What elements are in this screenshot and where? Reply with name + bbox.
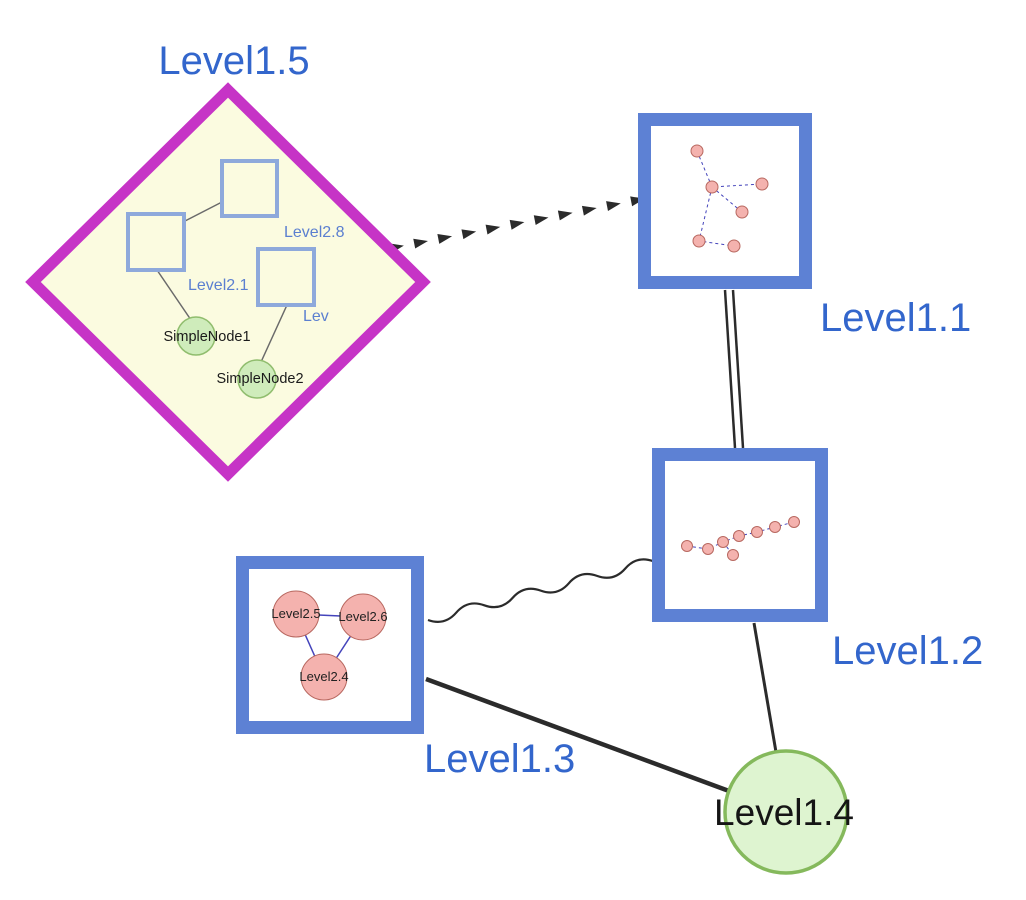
node-label-level1_2: Level1.2 <box>832 629 983 673</box>
level1_1-mini-graph[interactable] <box>690 144 769 253</box>
node-label-level1_4: Level1.4 <box>714 792 854 833</box>
group-box-level1_3[interactable] <box>236 556 424 734</box>
node-level1_2[interactable]: Level1.2 <box>652 448 984 674</box>
edge-level1_3-to-level1_2[interactable] <box>427 558 654 623</box>
node-label-lev: Lev <box>303 308 329 325</box>
edge-level1_1-to-level1_2[interactable] <box>723 289 745 449</box>
node-level2_4[interactable] <box>300 653 348 701</box>
circle-shape-level1_4[interactable] <box>723 749 849 875</box>
node-simplenode1[interactable] <box>176 316 216 356</box>
node-level1_5[interactable]: Level1.5 Level2.8 Level2.1 Lev SimpleNod… <box>25 39 431 482</box>
node-level1_4[interactable]: Level1.4 <box>714 749 854 875</box>
node-level2_1[interactable] <box>126 212 186 272</box>
edges-layer <box>389 196 778 794</box>
node-simplenode2[interactable] <box>237 359 277 399</box>
node-label-level2_5: Level2.5 <box>271 606 320 621</box>
node-level1_3[interactable]: Level2.5 Level2.6 Level2.4 Level1.3 <box>236 556 576 782</box>
node-label-level2_6: Level2.6 <box>338 609 387 624</box>
node-lev[interactable] <box>256 247 316 307</box>
edge-level1_5-to-level1_1[interactable] <box>389 196 645 254</box>
node-label-level2_1: Level2.1 <box>188 277 249 294</box>
node-level1_1[interactable]: Level1.1 <box>638 113 972 341</box>
node-label-level1_3: Level1.3 <box>424 737 575 781</box>
level1_2-mini-graph[interactable] <box>681 516 800 561</box>
diamond-shape-level1_5[interactable] <box>25 82 431 482</box>
node-label-level2_8: Level2.8 <box>284 224 345 241</box>
node-level2_6[interactable] <box>339 593 387 641</box>
level1_5-inner-edges[interactable] <box>156 201 288 363</box>
node-level2_5[interactable] <box>272 590 320 638</box>
node-label-simplenode1: SimpleNode1 <box>163 329 250 345</box>
level1_3-mini-graph[interactable]: Level2.5 Level2.6 Level2.4 <box>271 590 388 701</box>
node-label-level1_5: Level1.5 <box>158 39 309 83</box>
edge-level1_2-to-level1_4[interactable] <box>752 622 778 753</box>
node-level2_8[interactable] <box>220 159 279 218</box>
edge-level1_3-to-level1_4[interactable] <box>425 676 730 794</box>
node-label-level2_4: Level2.4 <box>299 669 348 684</box>
node-label-level1_1: Level1.1 <box>820 296 971 340</box>
group-box-level1_1[interactable] <box>638 113 812 289</box>
node-label-simplenode2: SimpleNode2 <box>216 371 303 387</box>
